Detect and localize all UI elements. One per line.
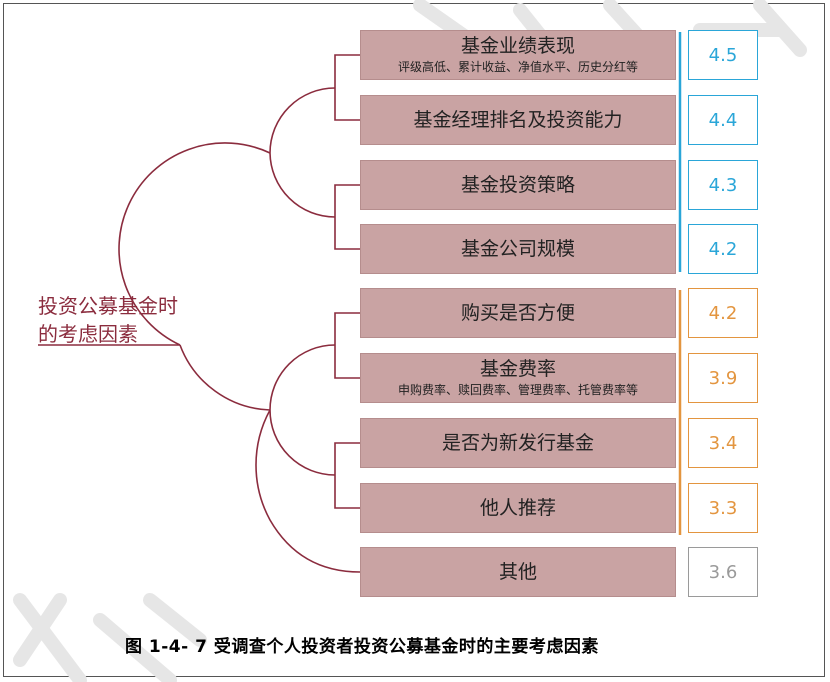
score-box: 3.9 [688,353,758,403]
tree-connector [334,312,360,379]
factor-box: 基金公司规模 [360,224,676,274]
tree-connector [334,442,360,509]
factor-box: 购买是否方便 [360,288,676,338]
factor-subtitle: 申购费率、赎回费率、管理费率、托管费率等 [397,383,638,397]
score-box: 4.5 [688,30,758,80]
factor-box: 是否为新发行基金 [360,418,676,468]
factor-name: 基金经理排名及投资能力 [413,109,623,131]
factor-box: 基金业绩表现评级高低、累计收益、净值水平、历史分红等 [360,30,676,80]
factor-name: 是否为新发行基金 [441,432,594,454]
score-box: 3.6 [688,547,758,597]
figure-caption: 图 1-4- 7 受调查个人投资者投资公募基金时的主要考虑因素 [125,637,599,657]
factor-name: 基金业绩表现 [460,35,575,57]
factor-name: 基金投资策略 [460,174,575,196]
root-label: 投资公募基金时的考虑因素 [38,294,178,346]
factor-subtitle: 评级高低、累计收益、净值水平、历史分红等 [397,60,638,74]
factor-name: 基金公司规模 [460,238,575,260]
score-box: 3.4 [688,418,758,468]
tree-connector [269,344,336,476]
factor-box: 其他 [360,547,676,597]
factor-name: 基金费率 [479,358,556,380]
factor-name: 其他 [498,561,537,583]
tree-connector [179,344,271,411]
factor-name: 购买是否方便 [460,302,575,324]
score-box: 4.4 [688,95,758,145]
factor-box: 他人推荐 [360,483,676,533]
score-box: 4.2 [688,288,758,338]
tree-connector [334,54,360,121]
tree-connector [334,184,360,250]
score-box: 4.3 [688,160,758,210]
factor-box: 基金投资策略 [360,160,676,210]
tree-connector [269,87,336,218]
factor-name: 他人推荐 [479,497,556,519]
factor-box: 基金经理排名及投资能力 [360,95,676,145]
factor-box: 基金费率申购费率、赎回费率、管理费率、托管费率等 [360,353,676,403]
score-box: 4.2 [688,224,758,274]
tree-connector [255,409,361,573]
score-box: 3.3 [688,483,758,533]
tree-connector [118,142,271,346]
